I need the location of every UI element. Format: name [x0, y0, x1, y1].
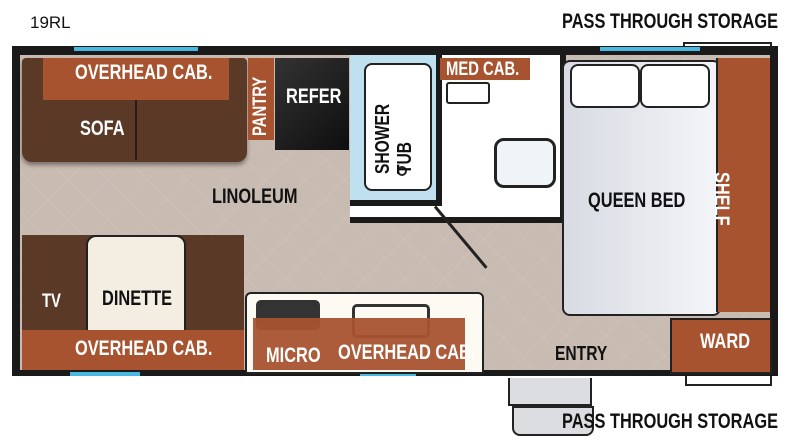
medicine-cabinet: [440, 58, 530, 80]
pillow: [570, 64, 640, 108]
drain-icon: [397, 166, 407, 176]
queen-bed-label: QUEEN BED: [588, 189, 686, 212]
window: [70, 372, 140, 376]
linoleum-label: LINOLEUM: [212, 185, 298, 208]
tv-label: TV: [42, 291, 61, 312]
micro-label: MICRO: [266, 344, 321, 367]
pantry-label: PANTRY: [250, 76, 271, 136]
ward-label: WARD: [700, 330, 751, 353]
med-cab-label: MED CAB.: [446, 59, 520, 80]
overhead-cab-kitchen-clip: OVERHEAD CAB.: [338, 340, 478, 366]
entry-step: [512, 406, 594, 436]
overhead-cabinet-bottom-label: OVERHEAD CAB.: [75, 337, 213, 360]
overhead-cabinet-top: [43, 58, 229, 100]
sofa-cushion-divider: [135, 100, 137, 160]
shelf-label: SHELF: [710, 172, 733, 226]
overhead-cabinet-kitchen: [253, 318, 465, 370]
wardrobe: [670, 318, 772, 374]
window: [74, 47, 198, 51]
refrigerator: [275, 58, 349, 150]
shower-tub-label: SHOWER TUB: [372, 103, 416, 174]
entry-label: ENTRY: [555, 343, 608, 365]
pass-through-storage-bottom-label: PASS THROUGH STORAGE: [562, 410, 778, 433]
dinette-table: [86, 235, 186, 335]
shelf: [716, 58, 770, 312]
toilet: [494, 138, 556, 188]
refer-label: REFER: [286, 85, 342, 108]
window: [600, 47, 700, 51]
overhead-cabinet-kitchen-label: OVERHEAD CAB.: [338, 341, 476, 364]
pass-through-storage-top-label: PASS THROUGH STORAGE: [562, 10, 778, 33]
overhead-cabinet-top-label: OVERHEAD CAB.: [75, 61, 213, 84]
pantry: [248, 58, 274, 140]
window: [360, 372, 416, 376]
dinette-label: DINETTE: [102, 287, 173, 310]
sink: [446, 82, 490, 104]
sofa-label: SOFA: [80, 117, 125, 140]
entry-step: [508, 378, 592, 406]
model-name: 19RL: [30, 13, 71, 32]
pass-through-door-bottom: [685, 376, 772, 386]
pillow: [640, 64, 710, 108]
overhead-cabinet-bottom: [22, 330, 244, 370]
